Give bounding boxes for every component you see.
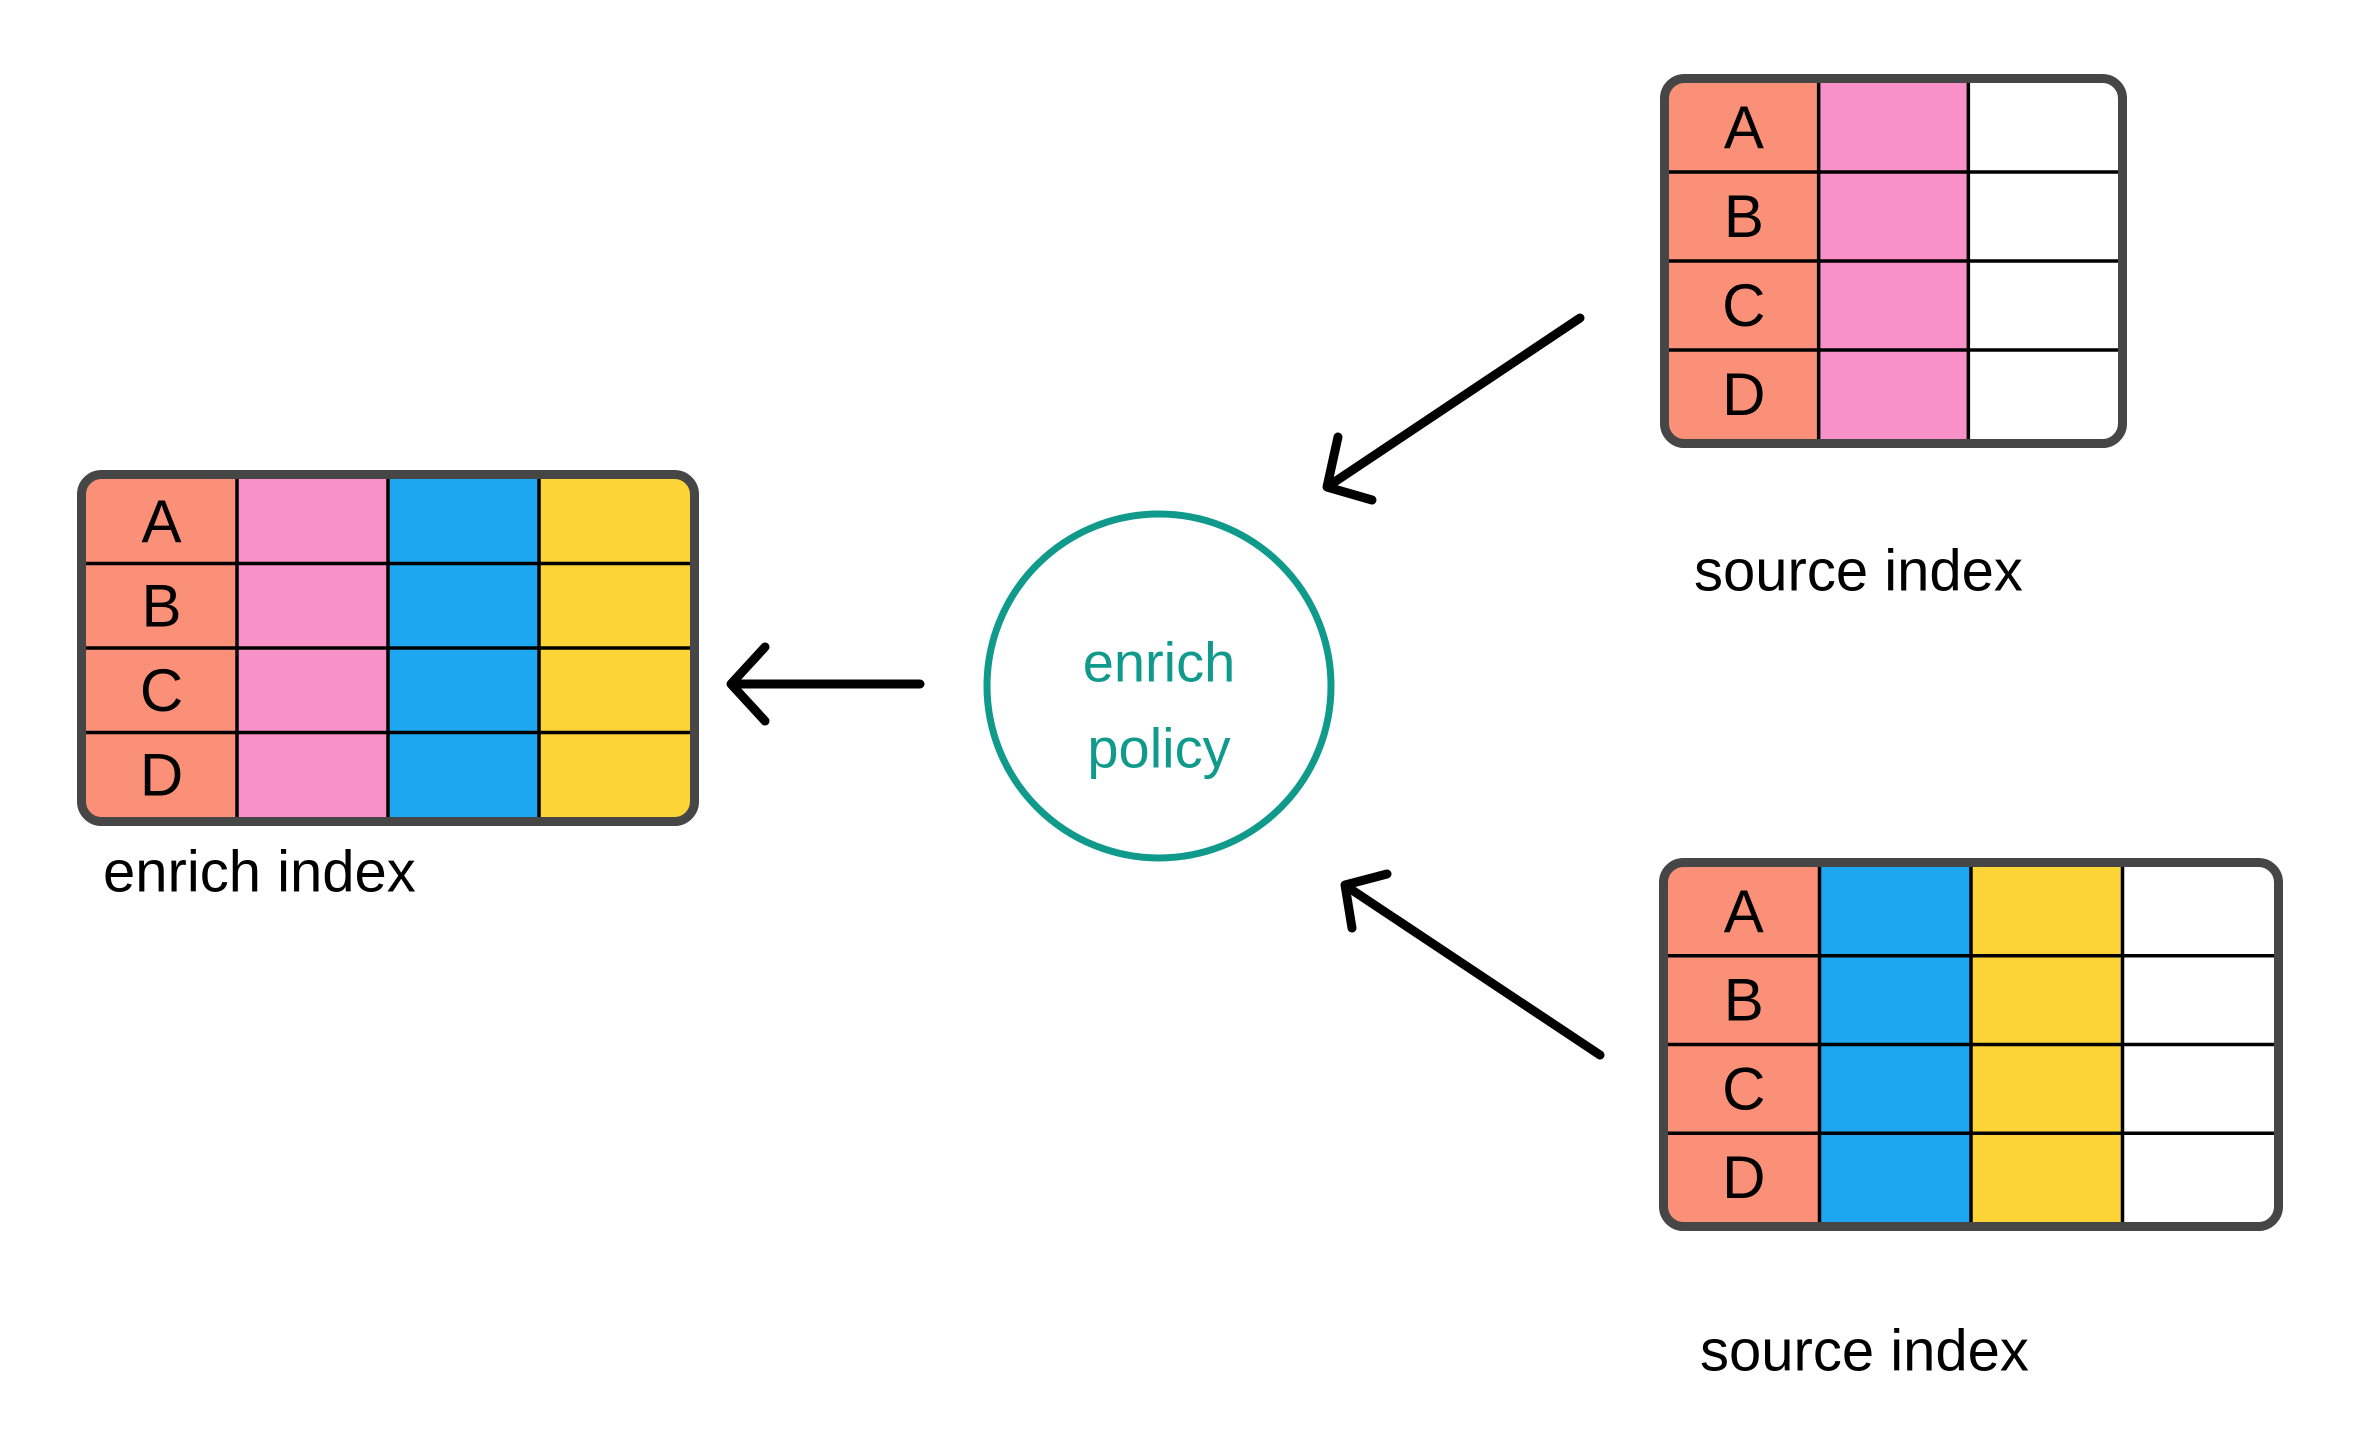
arrow-source-bottom-to-policy <box>1340 869 1605 1060</box>
source-index-top-label: source index <box>1694 539 2023 604</box>
row-letter: B <box>1724 183 1764 250</box>
arrow-head <box>1322 432 1377 505</box>
table-border <box>1660 74 2127 448</box>
enrich-policy-node: enrich policy <box>983 510 1335 862</box>
row-letter: A <box>1724 878 1764 945</box>
row-letter: B <box>1724 967 1764 1034</box>
row-letter: A <box>1724 94 1764 161</box>
arrow-head <box>1340 869 1392 933</box>
row-letter: C <box>140 657 183 724</box>
row-letter: D <box>1722 361 1765 428</box>
row-letter: B <box>141 572 181 639</box>
row-letter: C <box>1722 272 1765 339</box>
enrich-index-label: enrich index <box>103 840 416 905</box>
row-letter: C <box>1722 1055 1765 1122</box>
row-letter: D <box>140 741 183 808</box>
enrich-policy-label-line2: policy <box>1087 717 1230 780</box>
arrow-policy-to-enrich-index <box>726 642 925 726</box>
enrich-policy-label-line1: enrich <box>1083 631 1236 694</box>
row-letter: A <box>141 488 181 555</box>
arrow-shaft <box>1325 313 1585 490</box>
row-letter: D <box>1722 1144 1765 1211</box>
arrow-source-top-to-policy <box>1322 313 1585 505</box>
source-index-bottom-label: source index <box>1700 1319 2029 1384</box>
enrich-policy-circle <box>983 510 1335 862</box>
table-border <box>1659 858 2283 1231</box>
arrow-head <box>726 642 770 726</box>
arrow-shaft <box>1344 883 1605 1060</box>
table-border <box>77 470 699 826</box>
